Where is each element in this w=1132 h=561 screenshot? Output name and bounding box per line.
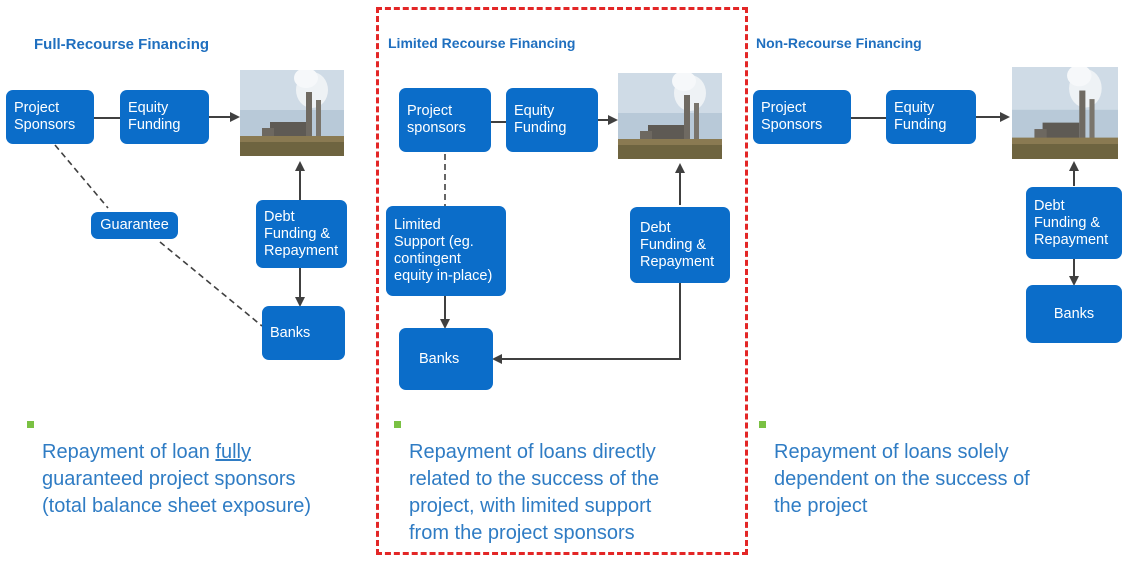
dashed-guarantee-banks <box>159 241 263 327</box>
debt-funding-box-non: Debt Funding & Repayment <box>1026 187 1122 259</box>
equity-funding-box-full: Equity Funding <box>120 90 209 144</box>
full-recourse-bullet: Repayment of loan fully guaranteed proje… <box>27 412 312 520</box>
non-recourse-title: Non-Recourse Financing <box>756 35 922 51</box>
banks-box-non: Banks <box>1026 285 1122 343</box>
equity-funding-box-limited: Equity Funding <box>506 88 598 152</box>
limited-recourse-title: Limited Recourse Financing <box>388 35 576 51</box>
limited-bullet-text: Repayment of loans directly related to t… <box>409 441 660 544</box>
non-bullet-text: Repayment of loans solely dependent on t… <box>774 441 1030 517</box>
dashed-sponsors-guarantee <box>54 144 109 209</box>
banks-box-limited: Banks <box>399 328 493 390</box>
power-plant-image <box>240 70 344 156</box>
power-plant-image-non <box>1012 67 1118 159</box>
green-square-bullet-icon <box>394 421 401 428</box>
equity-funding-box-non: Equity Funding <box>886 90 976 144</box>
project-sponsors-box-full: Project Sponsors <box>6 90 94 144</box>
full-bullet-underlined: fully <box>215 441 252 463</box>
highlight-frame <box>376 7 748 555</box>
green-square-bullet-icon <box>27 421 34 428</box>
full-bullet-text-1: Repayment of loan <box>42 441 216 463</box>
limited-recourse-bullet: Repayment of loans directly related to t… <box>394 412 660 547</box>
guarantee-box: Guarantee <box>91 212 178 239</box>
banks-box-full: Banks <box>262 306 345 360</box>
full-bullet-text-2: guaranteed project sponsors (total balan… <box>42 468 312 517</box>
debt-funding-box-limited: Debt Funding & Repayment <box>630 207 730 283</box>
non-recourse-bullet: Repayment of loans solely dependent on t… <box>759 412 1030 520</box>
debt-funding-box-full: Debt Funding & Repayment <box>256 200 347 268</box>
limited-support-box: Limited Support (eg. contingent equity i… <box>386 206 506 296</box>
project-sponsors-box-limited: Project sponsors <box>399 88 491 152</box>
green-square-bullet-icon <box>759 421 766 428</box>
power-plant-image-limited <box>618 73 722 159</box>
arrow-debt-banks-limited <box>492 282 681 364</box>
full-recourse-title: Full-Recourse Financing <box>34 36 210 53</box>
project-sponsors-box-non: Project Sponsors <box>753 90 851 144</box>
